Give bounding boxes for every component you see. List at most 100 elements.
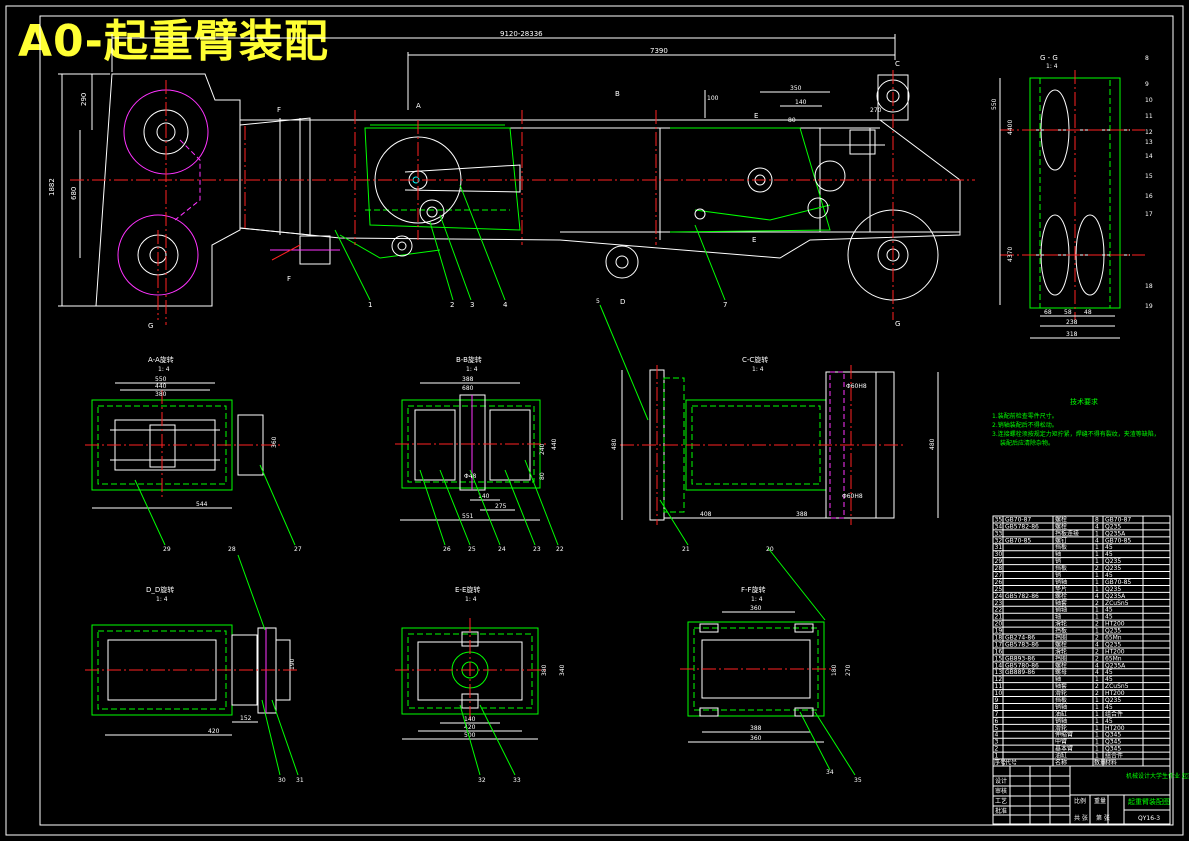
bom-cell-qty: 1 xyxy=(1095,711,1099,718)
cc-dim-480-left: 480 xyxy=(611,438,618,450)
ff-part-34: 34 xyxy=(826,769,834,776)
bom-cell-name: 挡板 xyxy=(1055,627,1067,635)
dd-dim-152: 152 xyxy=(240,715,252,722)
title-block: 机械设计大学生作业 起重机设计 起重臂装配图 QY16-3 设计 审核 工艺 批… xyxy=(992,765,1189,825)
bb-dim-80: 80 xyxy=(539,472,546,480)
dd-part-28: 28 xyxy=(228,546,236,553)
bom-cell-mat: 45 xyxy=(1105,551,1113,558)
bom-header-mat: 材料 xyxy=(1105,759,1117,767)
bb-dim-275: 275 xyxy=(495,503,507,510)
aa-dim-544: 544 xyxy=(196,501,208,508)
bom-cell-name: 轴套 xyxy=(1055,682,1067,690)
bom-cell-no: 20 xyxy=(995,621,1003,628)
section-gg-scale: 1: 4 xyxy=(1046,63,1058,70)
cc-part-5: 5 xyxy=(596,298,600,305)
svg-text:G: G xyxy=(895,320,900,328)
bom-cell-no: 28 xyxy=(995,565,1003,572)
bom-cell-mat: Q235A xyxy=(1105,530,1126,537)
bom-cell-mat: Q345 xyxy=(1105,739,1121,746)
section-ee: E-E旋转 1: 4 140 420 500 380 340 32 33 xyxy=(395,585,566,784)
tech-note-4: 装配后应清除杂物。 xyxy=(1000,439,1054,447)
gg-part-13: 13 xyxy=(1145,139,1153,146)
section-ff: F-F旋转 1: 4 360 388 360 270 180 34 35 xyxy=(680,585,862,784)
bom-cell-mat: GB70-85 xyxy=(1105,579,1131,586)
ff-dim-360-top: 360 xyxy=(750,605,762,612)
bom-cell-no: 24 xyxy=(995,593,1003,600)
bom-cell-mat: HT200 xyxy=(1105,725,1125,732)
bom-cell-name: 垫片 xyxy=(1055,585,1067,593)
cc-part-20: 20 xyxy=(766,546,774,553)
bom-cell-mat: Q235 xyxy=(1105,523,1121,530)
bom-cell-qty: 1 xyxy=(1095,530,1099,537)
ee-dim-140: 140 xyxy=(464,716,476,723)
bom-cell-mat: 45 xyxy=(1105,607,1113,614)
ee-dim-420: 420 xyxy=(464,724,476,731)
tb-field-design: 设计 xyxy=(995,777,1007,785)
bom-cell-qty: 1 xyxy=(1095,697,1099,704)
top-dimensions: 9120-28336 7390 xyxy=(111,30,896,110)
bom-cell-mat: 45 xyxy=(1105,676,1113,683)
bom-cell-name: 销轴 xyxy=(1055,703,1067,711)
gg-part-11: 11 xyxy=(1145,113,1153,120)
bom-cell-mat: 65Mn xyxy=(1105,635,1122,642)
bb-part-24: 24 xyxy=(498,546,506,553)
gg-dim-58: 58 xyxy=(1064,309,1072,316)
tb-field-review: 审核 xyxy=(995,787,1007,795)
section-gg: G - G 1: 4 550 4400 4370 68 58 48 238 31… xyxy=(991,54,1153,339)
bom-cell-no: 4 xyxy=(995,732,999,739)
bom-cell-qty: 4 xyxy=(1095,641,1099,648)
gg-dim-318: 318 xyxy=(1066,331,1078,338)
bom-cell-no: 14 xyxy=(995,662,1003,669)
bom-cell-no: 19 xyxy=(995,628,1003,635)
bom-cell-qty: 1 xyxy=(1095,607,1099,614)
bom-cell-no: 26 xyxy=(995,579,1003,586)
dim-overall: 9120-28336 xyxy=(500,30,543,38)
bom-cell-no: 25 xyxy=(995,586,1003,593)
cc-dim-phi60-bottom: Φ60H8 xyxy=(842,493,863,500)
bom-header-std: 代号 xyxy=(1005,759,1017,767)
bom-cell-name: 滑轮 xyxy=(1055,724,1067,732)
section-ff-scale: 1: 4 xyxy=(751,596,763,603)
ff-part-35: 35 xyxy=(854,777,862,784)
section-ee-title: E-E旋转 xyxy=(455,585,480,594)
aa-dim-440: 440 xyxy=(155,383,167,390)
tb-field-total: 共 张 xyxy=(1074,814,1088,822)
gg-dim-48: 48 xyxy=(1084,309,1092,316)
bom-cell-no: 21 xyxy=(995,614,1003,621)
left-dimensions: 1882 680 290 xyxy=(48,73,110,307)
bom-cell-name: 轴 xyxy=(1055,550,1061,558)
drawing-title: A0-起重臂装配 xyxy=(18,16,329,67)
bom-cell-mat: Q235 xyxy=(1105,641,1121,648)
bom-cell-std: GB70-85 xyxy=(1005,537,1031,544)
bom-cell-name: 销 xyxy=(1055,571,1061,579)
bom-cell-name: 挡圈 xyxy=(1055,654,1067,662)
gg-part-9: 9 xyxy=(1145,81,1149,88)
bom-cell-mat: 45 xyxy=(1105,544,1113,551)
section-bb-scale: 1: 4 xyxy=(466,366,478,373)
bom-cell-no: 15 xyxy=(995,655,1003,662)
bb-dim-240: 240 xyxy=(539,443,546,455)
bom-cell-no: 17 xyxy=(995,641,1003,648)
part-2: 2 xyxy=(450,301,454,309)
bb-part-23: 23 xyxy=(533,546,541,553)
bb-dim-551: 551 xyxy=(462,513,474,520)
section-gg-title: G - G xyxy=(1040,54,1058,62)
svg-text:B: B xyxy=(615,90,620,98)
bb-dim-388: 388 xyxy=(462,376,474,383)
bom-cell-no: 10 xyxy=(995,690,1003,697)
bom-cell-name: 螺栓 xyxy=(1055,592,1067,600)
bom-cell-std: GB893-86 xyxy=(1005,655,1035,662)
bom-cell-name: 滑轮 xyxy=(1055,689,1067,697)
section-dd-scale: 1: 4 xyxy=(156,596,168,603)
bom-cell-mat: Q235 xyxy=(1105,628,1121,635)
bom-cell-no: 2 xyxy=(995,746,999,753)
svg-text:G: G xyxy=(148,322,153,330)
bom-cell-qty: 1 xyxy=(1095,718,1099,725)
bom-cell-name: 销轴 xyxy=(1055,717,1067,725)
section-cc: C-C旋转 1: 4 480 480 408 388 Φ60H8 Φ60H8 5… xyxy=(596,298,939,621)
section-dd: D_D旋转 1: 4 420 152 190 28 30 31 xyxy=(85,546,304,784)
main-dim-270: 270 xyxy=(870,107,882,114)
bom-cell-name: 销轴 xyxy=(1055,606,1067,614)
main-assembly-view: A F F B C D E E G G 350 140 100 80 270 1… xyxy=(70,60,975,330)
